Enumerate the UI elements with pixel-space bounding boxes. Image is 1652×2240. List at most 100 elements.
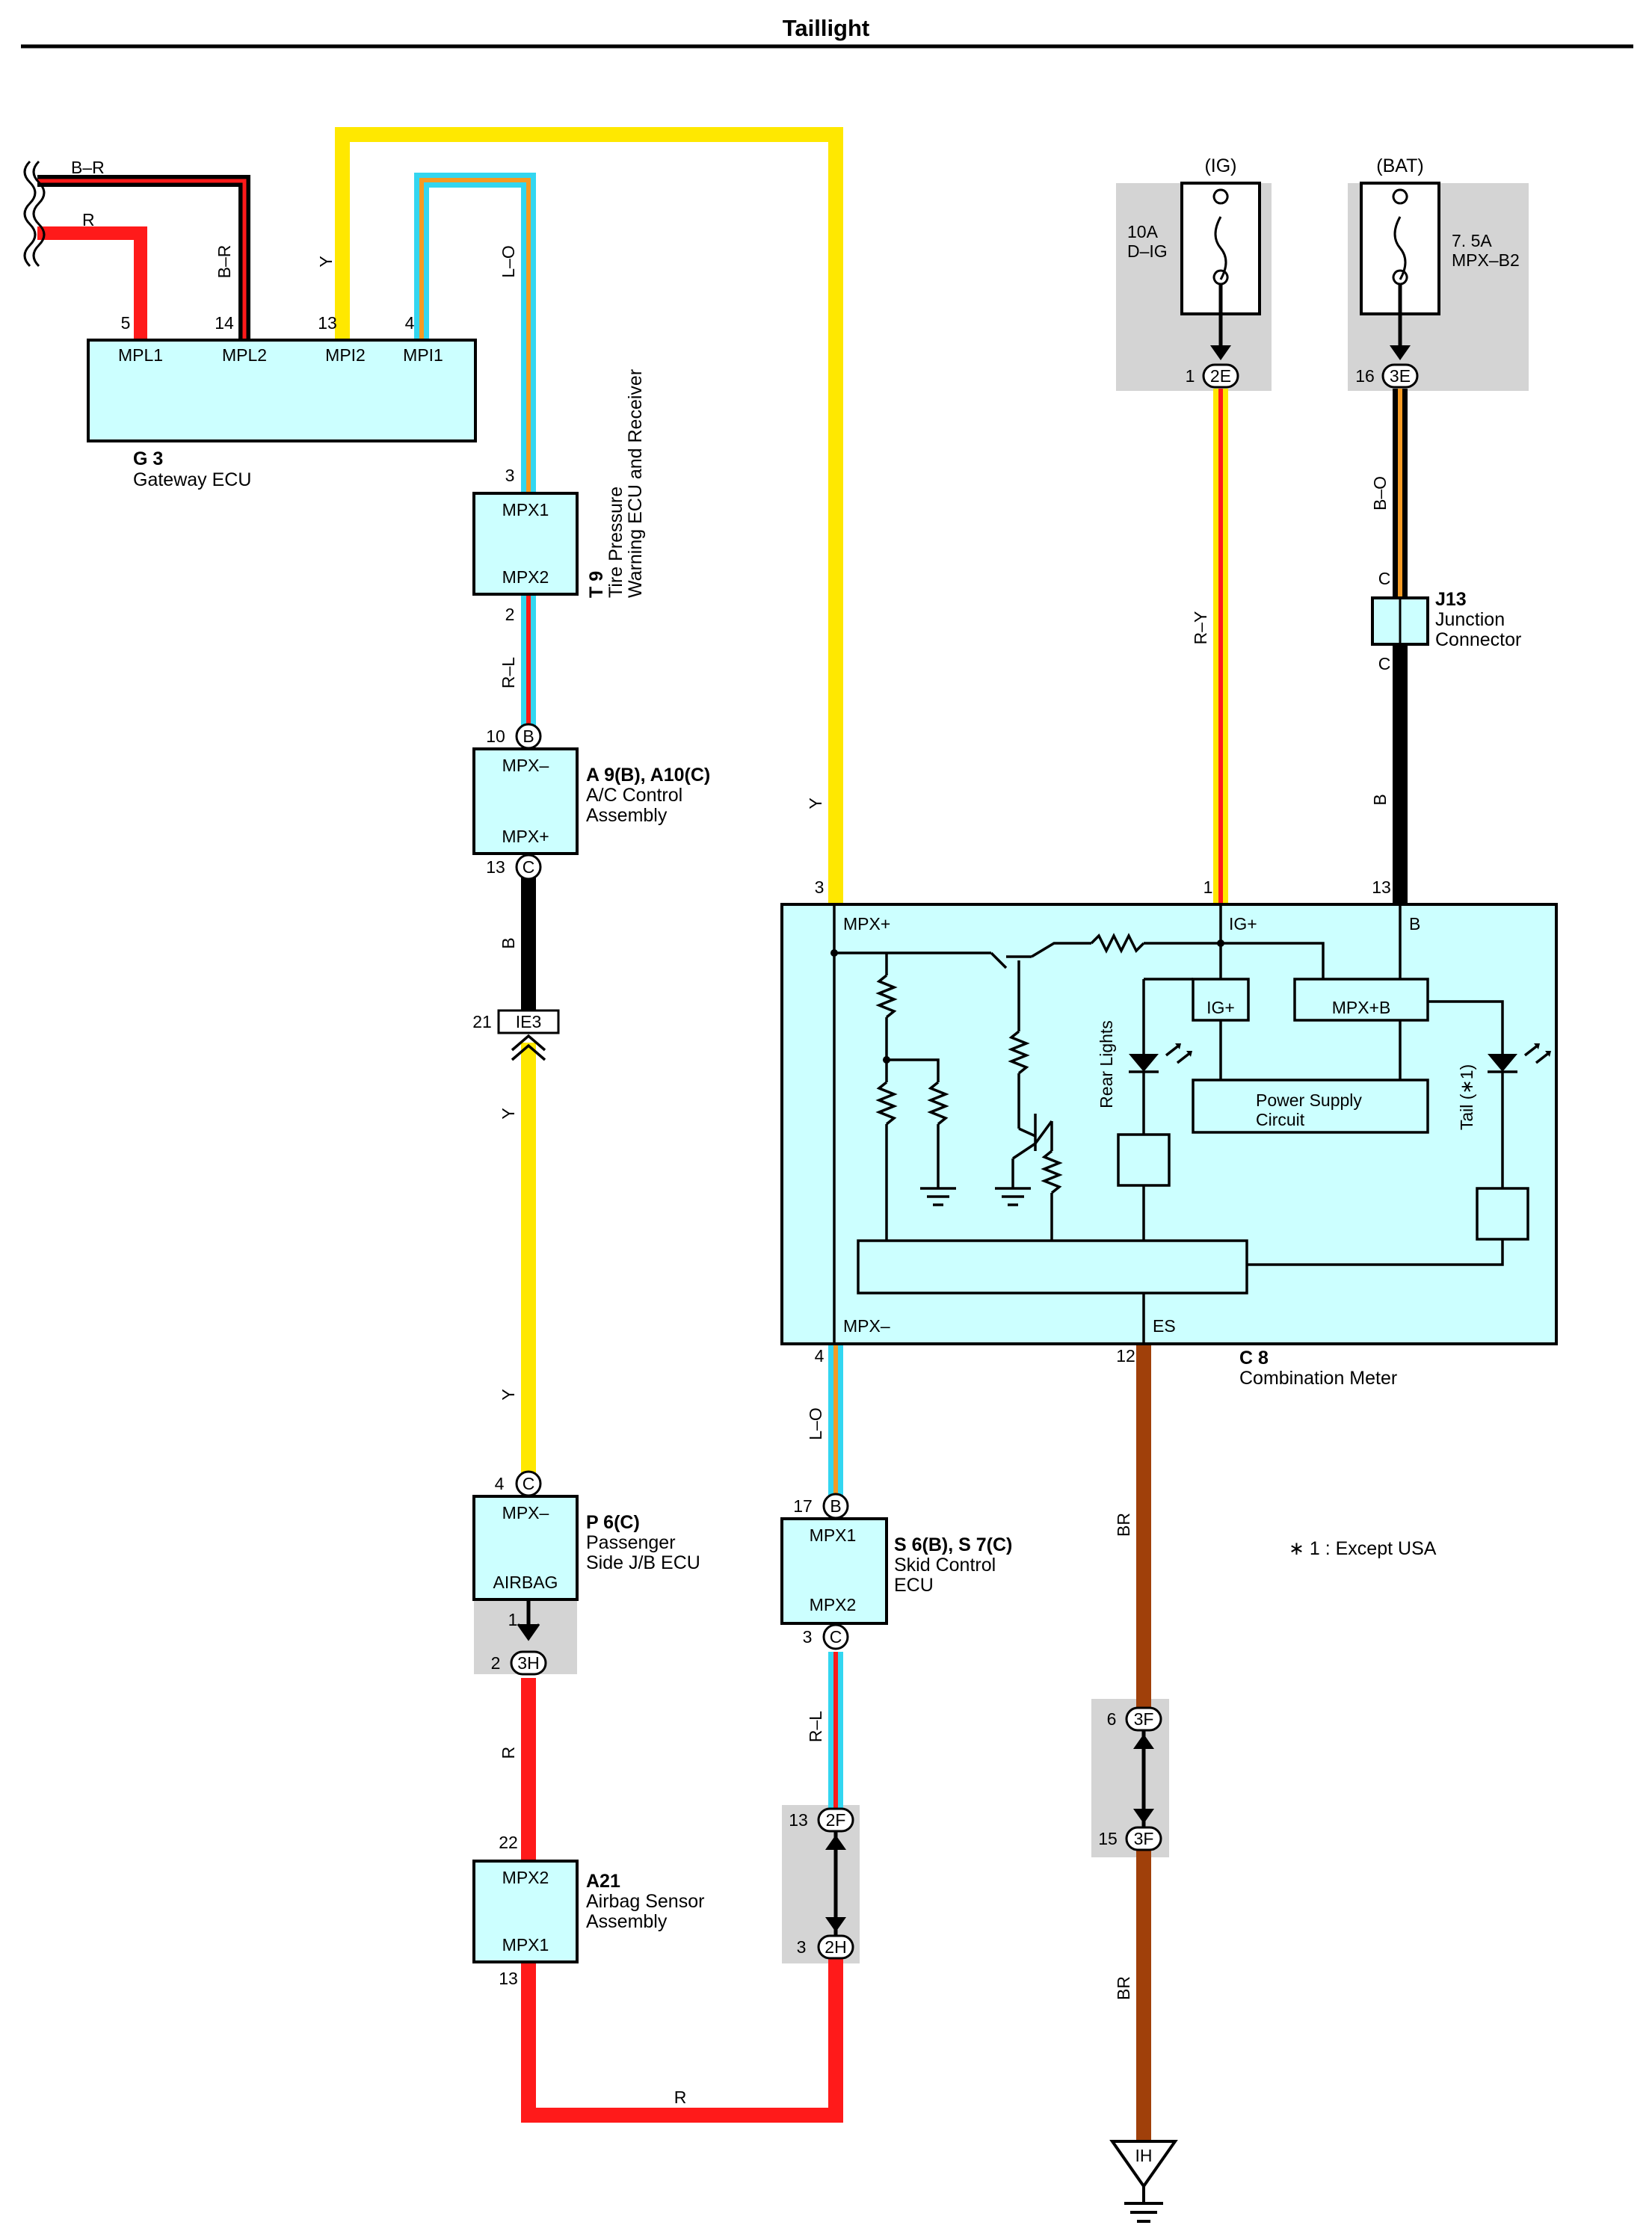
fuse-bat-arrow-icon — [1390, 345, 1411, 360]
meter-internal-circuit — [830, 904, 1551, 1345]
wire-break-mark — [23, 160, 37, 268]
gateway-pin-mpi2: MPI2 — [325, 345, 366, 365]
junction-3f-bottom-pin-num: 15 — [1098, 1829, 1118, 1848]
wire-label-r-3h: R — [499, 1747, 518, 1759]
ac-id: A 9(B), A10(C) — [586, 765, 710, 786]
combination-meter — [780, 903, 1558, 1345]
airbag-pin-mpx2: MPX2 — [502, 1868, 549, 1887]
meter-pin-mpx-plus: MPX+ — [843, 914, 890, 934]
wire-r-gateway — [37, 226, 147, 340]
passenger-pin-num-4: 4 — [495, 1474, 505, 1493]
passenger-name-line1: Passenger — [586, 1532, 676, 1553]
wire-label-br-meter: BR — [1114, 1513, 1133, 1537]
airbag-id: A21 — [586, 1871, 620, 1892]
ac-name-line1: A/C Control — [586, 785, 682, 806]
junction-3f-bottom-arrow-icon — [1133, 1809, 1154, 1824]
meter-pin-es: ES — [1153, 1316, 1176, 1336]
junction-2f-label: 2F — [826, 1810, 846, 1830]
passenger-connector-c — [515, 1470, 542, 1497]
wire-label-b-ac: B — [499, 937, 518, 948]
meter-pin-b: B — [1409, 914, 1420, 934]
skid-name-line2: ECU — [894, 1575, 934, 1596]
gateway-pin-mpi1: MPI1 — [403, 345, 443, 365]
fuse-ig-symbol-icon — [1212, 188, 1229, 286]
wire-break-mark-2 — [32, 160, 46, 268]
ie3-label: IE3 — [516, 1012, 542, 1031]
junction-2h-arrow-icon — [825, 1917, 846, 1932]
junction-3f-bottom — [1125, 1826, 1162, 1851]
meter-name: Combination Meter — [1239, 1368, 1397, 1389]
ground-ih-symbol — [1109, 2140, 1178, 2189]
page-title: Taillight — [783, 15, 870, 41]
j13-name-line1: Junction — [1435, 609, 1505, 630]
junction-2h-label: 2H — [825, 1937, 846, 1957]
airbag-sensor-assembly — [472, 1860, 579, 1963]
wire-r-airbag-2h — [521, 1958, 843, 2123]
skid-control-ecu — [780, 1517, 888, 1625]
junction-3h-label: 3H — [517, 1653, 539, 1673]
gateway-pin-num-4: 4 — [405, 313, 415, 333]
passenger-arrow-icon — [517, 1623, 540, 1641]
j13-name-line2: Connector — [1435, 629, 1521, 650]
j13-pin-bottom: C — [1378, 654, 1391, 673]
tire-pressure-ecu — [472, 492, 579, 596]
skid-pin-num-17: 17 — [793, 1496, 813, 1516]
gateway-id: G 3 — [133, 448, 163, 469]
fuse-ig-name: D–IG — [1127, 241, 1168, 261]
passenger-pin-airbag: AIRBAG — [493, 1573, 558, 1592]
skid-name-line1: Skid Control — [894, 1555, 996, 1576]
wire-label-br-ground: BR — [1114, 1976, 1133, 2000]
junction-3h — [510, 1650, 547, 1676]
wire-label-r-bottom: R — [674, 2088, 687, 2107]
passenger-pin-num-1: 1 — [508, 1610, 518, 1629]
tire-name-line2: Warning ECU and Receiver — [625, 369, 646, 598]
ac-control-assembly — [472, 747, 579, 855]
gateway-pin-num-14: 14 — [215, 313, 234, 333]
meter-id: C 8 — [1239, 1348, 1269, 1369]
wire-label-y-main: Y — [806, 797, 825, 809]
fuse-bat-header: (BAT) — [1376, 155, 1423, 176]
gateway-name: Gateway ECU — [133, 469, 251, 490]
fuse-bat-name: MPX–B2 — [1452, 250, 1520, 270]
wire-label-r-l-skid: R–L — [806, 1711, 825, 1742]
wire-label-y-gateway: Y — [316, 256, 336, 267]
airbag-pin-mpx1: MPX1 — [502, 1935, 549, 1954]
junction-2e-pin-num: 1 — [1186, 366, 1195, 386]
tire-pin-mpx2: MPX2 — [502, 567, 549, 587]
gateway-pin-mpl2: MPL2 — [222, 345, 267, 365]
fuse-bat-rating: 7. 5A — [1452, 231, 1492, 250]
wire-label-b-o-bat: B–O — [1370, 476, 1390, 510]
wire-label-r-top: R — [82, 210, 95, 229]
junction-3e — [1381, 363, 1419, 389]
meter-psu-line1: Power Supply — [1256, 1090, 1362, 1110]
gateway-pin-mpl1: MPL1 — [118, 345, 163, 365]
fuse-ig-arrow-icon — [1210, 345, 1231, 360]
ground-icon — [1124, 2202, 1163, 2223]
wire-label-y-lower: Y — [499, 1389, 518, 1400]
footnote-except-usa: ∗ 1 : Except USA — [1289, 1538, 1437, 1559]
meter-pin-num-3: 3 — [815, 877, 825, 897]
tire-pin-mpx1: MPX1 — [502, 500, 549, 519]
j13-pin-top: C — [1378, 569, 1391, 588]
skid-connector-c-label: C — [830, 1627, 842, 1647]
junction-2f-arrow-icon — [825, 1835, 846, 1850]
wire-label-l-o-skid: L–O — [806, 1407, 825, 1440]
meter-pin-num-4: 4 — [815, 1346, 825, 1366]
ac-pin-num-10: 10 — [486, 726, 505, 746]
fuse-bat-symbol-icon — [1392, 188, 1408, 286]
junction-3f-bottom-label: 3F — [1134, 1829, 1154, 1848]
junction-3h-pin-num: 2 — [491, 1653, 501, 1673]
meter-pin-num-1: 1 — [1203, 877, 1213, 897]
wire-b-r-gateway — [37, 175, 250, 340]
ground-ih-label: IH — [1135, 2146, 1153, 2165]
meter-tail-label: Tail (∗1) — [1457, 1064, 1476, 1130]
wire-label-b-j13: B — [1370, 794, 1390, 805]
wire-label-b-r-top: B–R — [71, 158, 105, 177]
fuse-ig-rating: 10A — [1127, 222, 1159, 241]
ac-connector-b-label: B — [523, 726, 534, 746]
meter-pin-ig-plus: IG+ — [1229, 914, 1257, 934]
junction-3f-top-arrow-icon — [1133, 1734, 1154, 1749]
junction-2h — [817, 1934, 854, 1960]
skid-connector-b-label: B — [830, 1496, 841, 1516]
airbag-pin-num-22: 22 — [499, 1833, 518, 1852]
